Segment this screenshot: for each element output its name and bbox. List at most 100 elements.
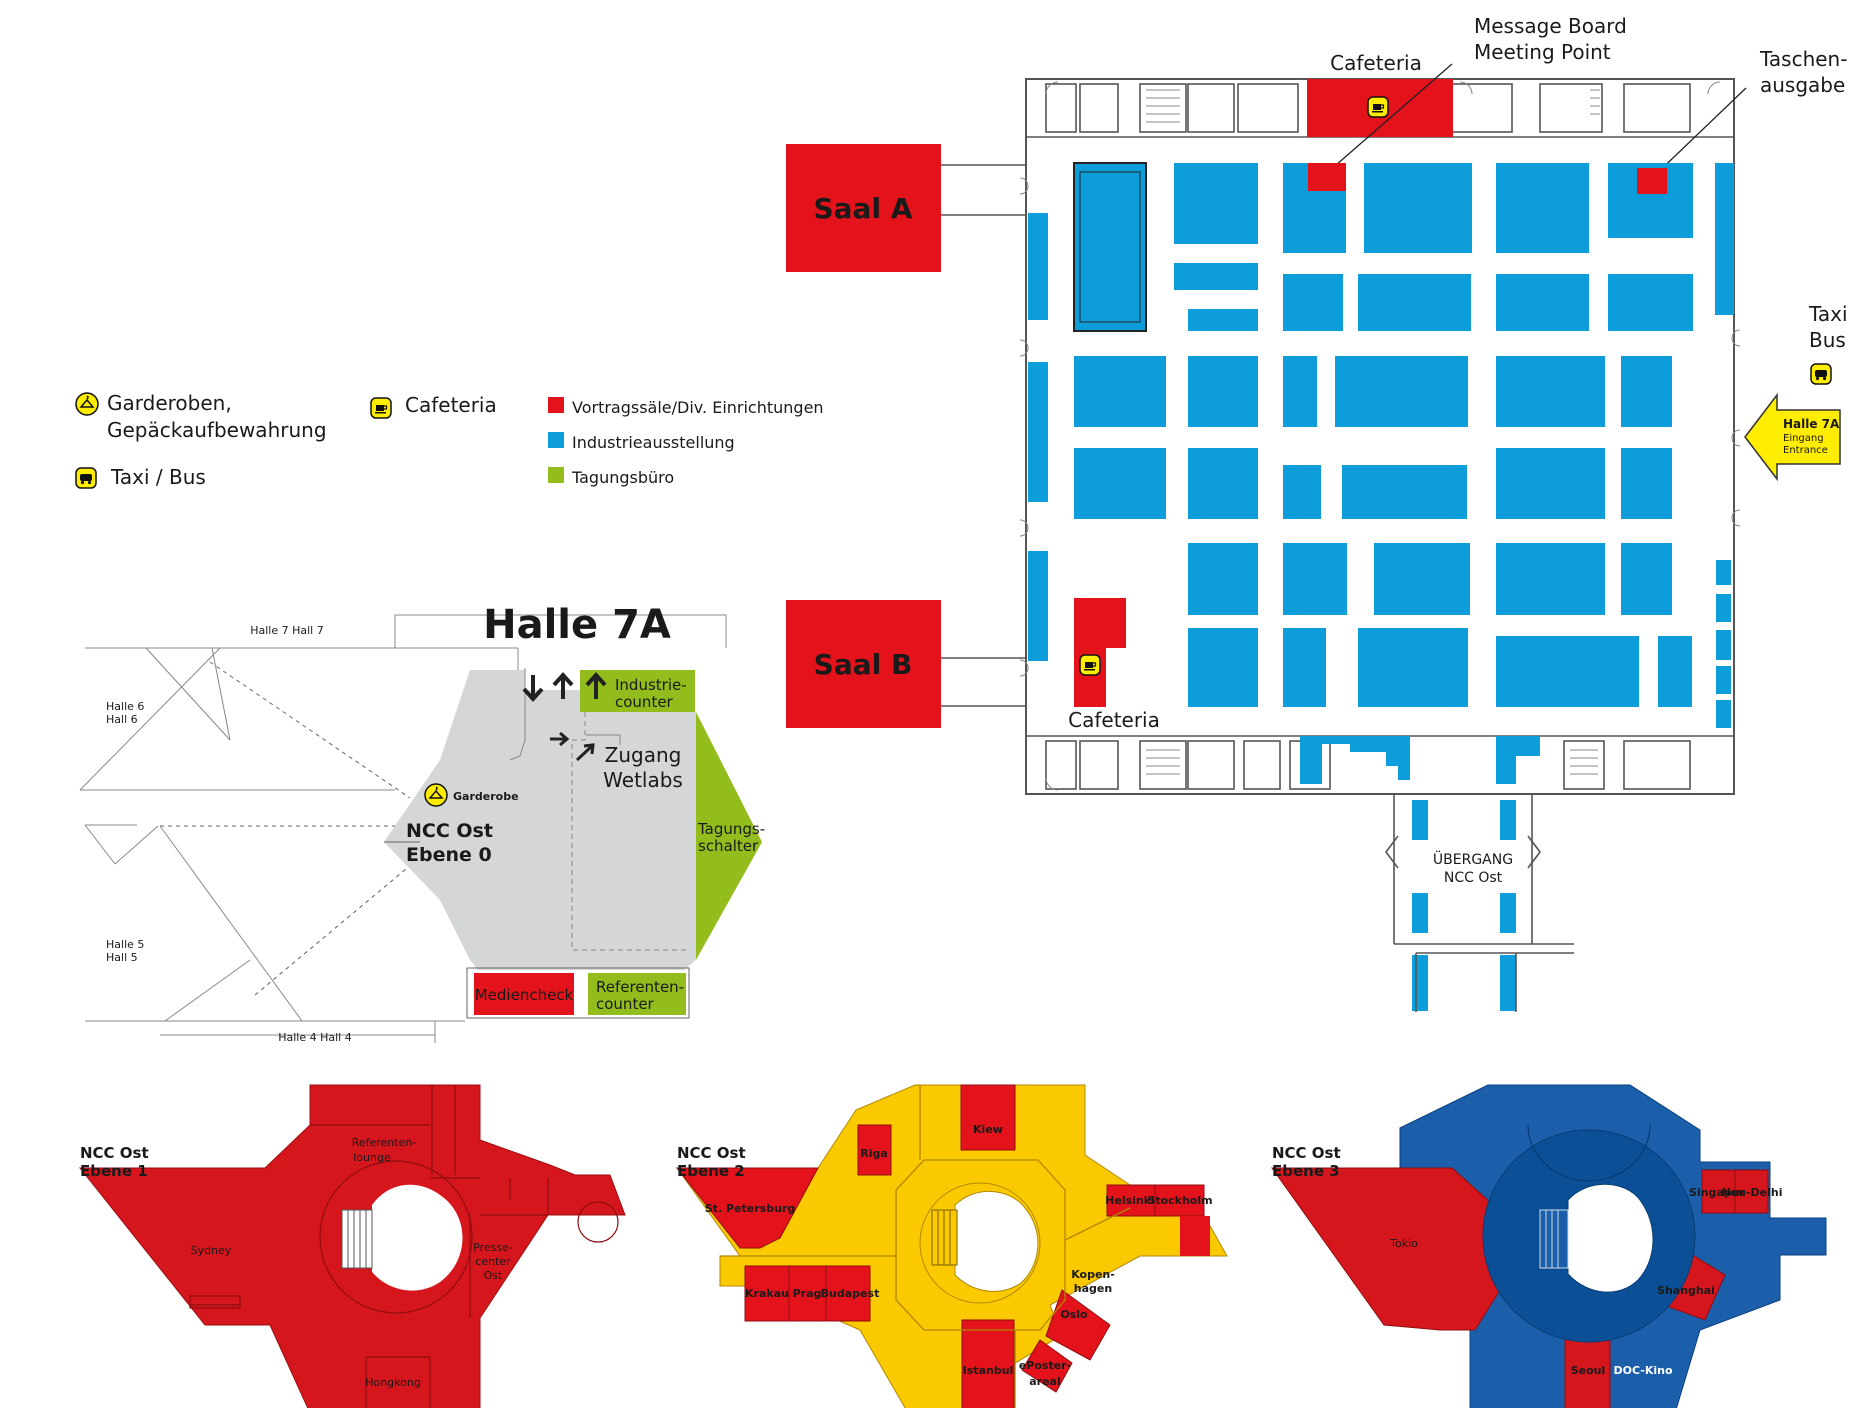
ncc3-title-2: Ebene 3 (1272, 1162, 1340, 1180)
ncc0-label-1: NCC Ost (406, 820, 493, 842)
taxi-bus-icon (75, 467, 97, 489)
tagungsschalter (696, 712, 762, 960)
message-board-area (1308, 163, 1346, 191)
garderobe-label: Garderobe (453, 790, 519, 803)
message-board-label-1: Message Board (1474, 14, 1627, 38)
saal-b (786, 600, 941, 728)
legend-cafeteria: Cafeteria (405, 393, 497, 417)
kopenhagen-label-2: hagen (1074, 1282, 1112, 1295)
cafeteria-bottom (1074, 598, 1126, 707)
singapur-label: Singapur (1689, 1186, 1746, 1199)
hall7-label: Halle 7 Hall 7 (250, 624, 324, 637)
legend-cloakroom: Garderoben, (107, 391, 232, 415)
pressecenter-label-1: Presse- (473, 1241, 513, 1254)
eposter-label-1: ePoster- (1019, 1359, 1071, 1372)
cafeteria-bottom-label: Cafeteria (1068, 708, 1160, 732)
saal-b-label: Saal B (814, 648, 913, 681)
referenten-counter-label-2: counter (596, 995, 655, 1013)
tagungsschalter-label-2: schalter (698, 837, 759, 855)
entrance-label-2: Eingang (1783, 433, 1824, 444)
stpetersburg-label: St. Petersburg (705, 1202, 795, 1215)
legend-office: Tagungsbüro (571, 468, 674, 487)
legend-industry: Industrieausstellung (572, 433, 735, 452)
ncc-ost-level-3: NCC Ost Ebene 3 Tokio Singapur Neu-Delhi… (1271, 1084, 1827, 1408)
budapest-label: Budapest (821, 1287, 880, 1300)
eposter-label-2: areal (1029, 1375, 1061, 1388)
uebergang-label-2: NCC Ost (1444, 870, 1503, 886)
ncc-ost-level-0: Halle 7A Halle 7 Hall 7 Halle 6 Hall 6 H… (79, 602, 765, 1044)
stockholm-label: Stockholm (1147, 1194, 1212, 1207)
hall6-label-1: Halle 6 (106, 700, 144, 713)
ncc2-title-1: NCC Ost (677, 1144, 746, 1162)
taschen-label-1: Taschen- (1759, 47, 1847, 71)
zugang-label-2: Wetlabs (603, 768, 683, 792)
industrie-counter-label-1: Industrie- (615, 676, 687, 694)
direction-arrows (522, 672, 607, 762)
seoul-label: Seoul (1571, 1364, 1606, 1377)
ncc-ost-level-1: NCC Ost Ebene 1 Sydney Referenten- loung… (78, 1084, 626, 1408)
coffee-cup-icon (1079, 654, 1101, 676)
ncc0-floor (384, 670, 762, 970)
legend-cloakroom-line2: Gepäckaufbewahrung (107, 418, 327, 442)
entrance-label-1: Halle 7A (1783, 417, 1840, 431)
ncc-ost-level-2: NCC Ost Ebene 2 Riga Kiew St. Petersburg… (675, 1084, 1228, 1408)
legend-taxi: Taxi / Bus (110, 465, 206, 489)
ncc1-title-2: Ebene 1 (80, 1162, 148, 1180)
taschen-label-2: ausgabe (1760, 73, 1845, 97)
entrance-arrow (1744, 392, 1841, 482)
cloakroom-hanger-icon (424, 783, 448, 807)
cafeteria-top-label: Cafeteria (1330, 51, 1422, 75)
legend-blue-swatch (548, 432, 564, 448)
pressecenter-label-2: center (475, 1255, 511, 1268)
coffee-cup-icon (370, 397, 392, 419)
oslo-label: Oslo (1060, 1308, 1088, 1321)
tokio-label: Tokio (1389, 1237, 1418, 1250)
taxi-label: Taxi (1808, 302, 1848, 326)
taxi-bus-icon (1810, 363, 1832, 385)
istanbul-label: Istanbul (963, 1364, 1014, 1377)
pressecenter-label-3: Ost (484, 1269, 503, 1282)
hall6-label-2: Hall 6 (106, 713, 138, 726)
hongkong-label: Hongkong (365, 1376, 421, 1389)
ncc1-title-1: NCC Ost (80, 1144, 149, 1162)
referenten-lounge-label-2: lounge (353, 1151, 391, 1164)
main-hall: Saal A Saal B Cafeteria Message Board Me… (786, 14, 1848, 1012)
legend-lecture: Vortragssäle/Div. Einrichtungen (572, 398, 824, 417)
ncc0-label-2: Ebene 0 (406, 844, 492, 866)
neudelhi-label: Neu-Delhi (1721, 1186, 1782, 1199)
legend-red-swatch (548, 397, 564, 413)
dockino-label: DOC-Kino (1613, 1364, 1672, 1377)
ncc3-title-1: NCC Ost (1272, 1144, 1341, 1162)
mediencheck (474, 973, 574, 1015)
referenten-counter (588, 973, 686, 1015)
hall5-label-2: Hall 5 (106, 951, 138, 964)
mediencheck-label: Mediencheck (475, 986, 574, 1004)
hall5-label-1: Halle 5 (106, 938, 144, 951)
entrance-label-3: Entrance (1783, 445, 1828, 456)
bus-label: Bus (1809, 328, 1846, 352)
krakau-label: Krakau (745, 1287, 789, 1300)
shanghai-label: Shanghai (1657, 1284, 1715, 1297)
referenten-lounge-label-1: Referenten- (352, 1136, 417, 1149)
legend-green-swatch (548, 467, 564, 483)
legend: Garderoben, Gepäckaufbewahrung Taxi / Bu… (75, 391, 824, 489)
cloakroom-hanger-icon (75, 392, 99, 416)
zugang-label-1: Zugang (605, 743, 682, 767)
sydney-label: Sydney (191, 1244, 232, 1257)
riga-label: Riga (860, 1147, 888, 1160)
tagungsschalter-label-1: Tagungs- (697, 820, 765, 838)
ncc1-atrium (372, 1184, 463, 1291)
kopenhagen-label-1: Kopen- (1071, 1268, 1115, 1281)
message-board-label-2: Meeting Point (1474, 40, 1611, 64)
saal-a (786, 144, 941, 272)
saal-a-label: Saal A (814, 192, 913, 225)
uebergang-label-1: ÜBERGANG (1433, 850, 1513, 868)
halle-7a-title: Halle 7A (483, 602, 671, 648)
coffee-cup-icon (1367, 96, 1389, 118)
industrie-counter-label-2: counter (615, 693, 674, 711)
hall4-label: Halle 4 Hall 4 (278, 1031, 352, 1044)
helsinki-label: Helsinki (1105, 1194, 1155, 1207)
kiew-label: Kiew (973, 1123, 1003, 1136)
referenten-counter-label-1: Referenten- (596, 978, 684, 996)
